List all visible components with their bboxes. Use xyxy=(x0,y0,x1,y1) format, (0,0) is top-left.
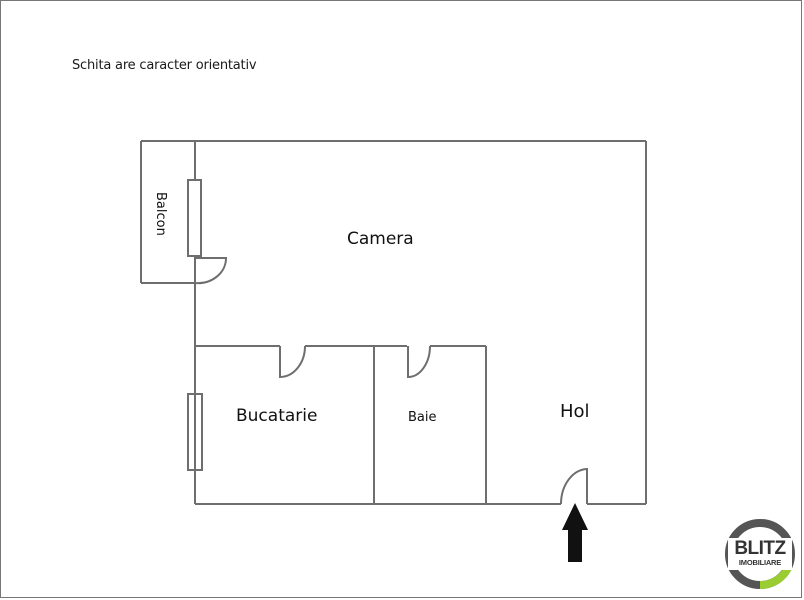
logo-main-text: BLITZ xyxy=(734,538,786,559)
disclaimer-note: Schita are caracter orientativ xyxy=(72,58,257,73)
kitchen-window xyxy=(187,393,203,471)
room-label-bucatarie: Bucatarie xyxy=(236,406,318,426)
room-label-baie: Baie xyxy=(408,410,437,425)
kitchen-door xyxy=(279,345,306,379)
bathroom-door xyxy=(407,345,431,379)
logo-sub-text: IMOBILIARE xyxy=(738,558,782,567)
entry-door xyxy=(560,467,588,505)
room-label-hol: Hol xyxy=(560,401,590,422)
room-label-balcon: Balcon xyxy=(153,192,168,236)
logo-ring-icon xyxy=(725,519,795,590)
entry-arrow-icon xyxy=(562,503,588,562)
blitz-logo: BLITZ IMOBILIARE xyxy=(724,518,796,590)
balcony-door xyxy=(194,257,228,285)
balcony-window xyxy=(187,179,202,257)
room-label-camera: Camera xyxy=(347,229,414,249)
